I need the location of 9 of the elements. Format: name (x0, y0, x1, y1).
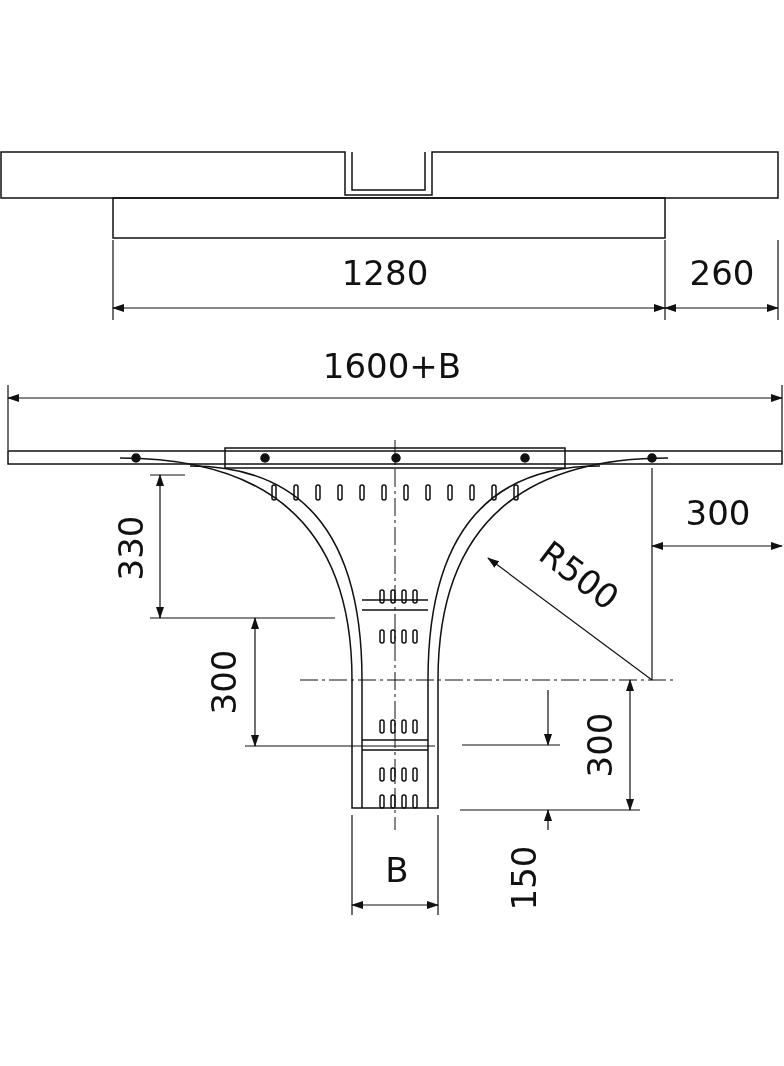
dimension-label: 300 (685, 493, 751, 533)
dimension-label: 300 (580, 712, 620, 778)
dimension-label: 260 (689, 253, 755, 293)
dimension-label: 1600+B (322, 346, 462, 386)
dimension-label: 330 (111, 515, 151, 581)
dimension-label: 300 (204, 649, 244, 715)
dimension-label: 1280 (341, 253, 429, 293)
dimension-label: B (385, 850, 409, 890)
dimension-label: 150 (504, 845, 544, 911)
